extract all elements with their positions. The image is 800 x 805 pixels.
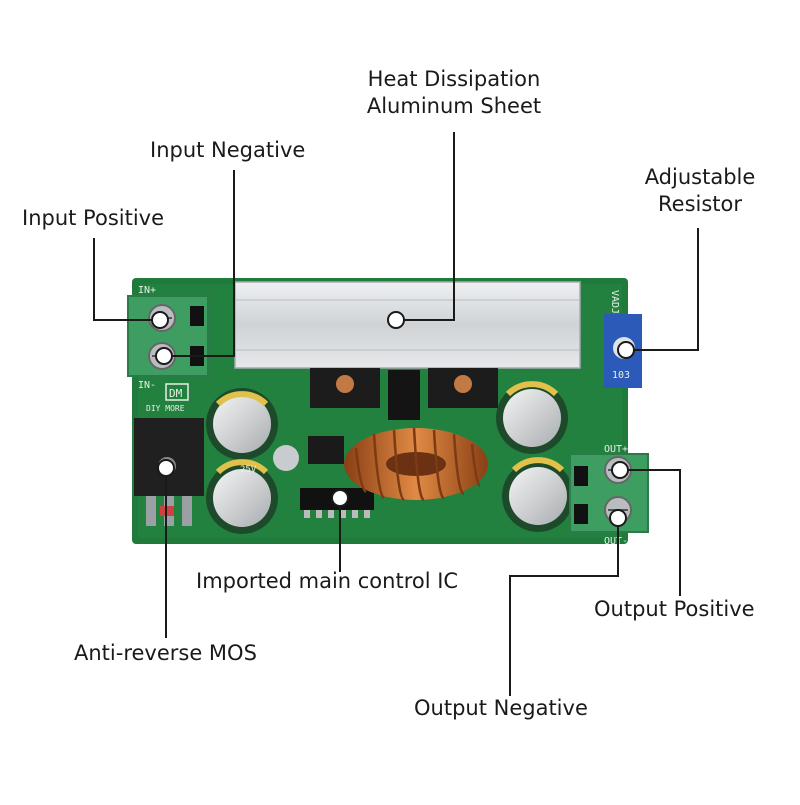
silk-pot: 103 [612,370,630,381]
leader-output-positive [620,469,681,596]
silk-vadj: VADJ [609,290,620,314]
inductor-coil [344,427,488,502]
silk-out-minus: OUT- [604,536,628,547]
label-adjustable-line2: Resistor [658,192,742,216]
leader-heat-sink [396,132,455,321]
silk-brand: DIY MORE [146,404,185,413]
label-output-negative: Output Negative [414,696,588,720]
capacitor-bottom-right [502,457,574,532]
label-input-negative: Input Negative [150,138,306,162]
capacitor-top-right [496,381,568,454]
capacitor-bottom-left: 25V [206,459,278,534]
silk-in-minus: IN- [138,380,156,391]
capacitor-top-left [206,388,278,460]
label-main-ic: Imported main control IC [196,569,459,593]
output-terminal-block [569,453,649,533]
label-adjustable: Adjustable Resistor [630,164,770,218]
marker-input-positive [151,311,169,329]
silk-in-plus: IN+ [138,285,156,296]
label-heat-sink: Heat Dissipation Aluminum Sheet [352,66,556,120]
marker-main-ic [331,489,349,507]
leader-input-positive [93,238,160,321]
label-heat-sink-line1: Heat Dissipation [367,67,541,91]
diode-component [273,445,299,471]
label-anti-reverse-mos: Anti-reverse MOS [74,641,257,665]
leader-output-negative [509,518,619,696]
callout-markers [151,311,635,527]
silk-out-plus: OUT+ [604,444,628,455]
marker-input-negative [155,347,173,365]
mosfet-pair [310,368,498,420]
marker-output-negative [609,509,627,527]
silk-cap: 25V [240,465,257,475]
leader-input-negative [164,170,235,357]
marker-heat-sink [387,311,405,329]
label-output-positive: Output Positive [594,597,755,621]
label-adjustable-line1: Adjustable [644,165,756,189]
brand-logo: DM DIY MORE [146,383,189,413]
callout-lines [93,132,699,696]
marker-adjustable [617,341,635,359]
label-heat-sink-line2: Aluminum Sheet [366,94,542,118]
marker-output-positive [611,461,629,479]
marker-mos [157,459,175,477]
leader-adjustable [626,228,699,351]
heat-sink [234,281,581,369]
label-input-positive: Input Positive [22,206,165,230]
svg-text:DM: DM [169,387,183,400]
